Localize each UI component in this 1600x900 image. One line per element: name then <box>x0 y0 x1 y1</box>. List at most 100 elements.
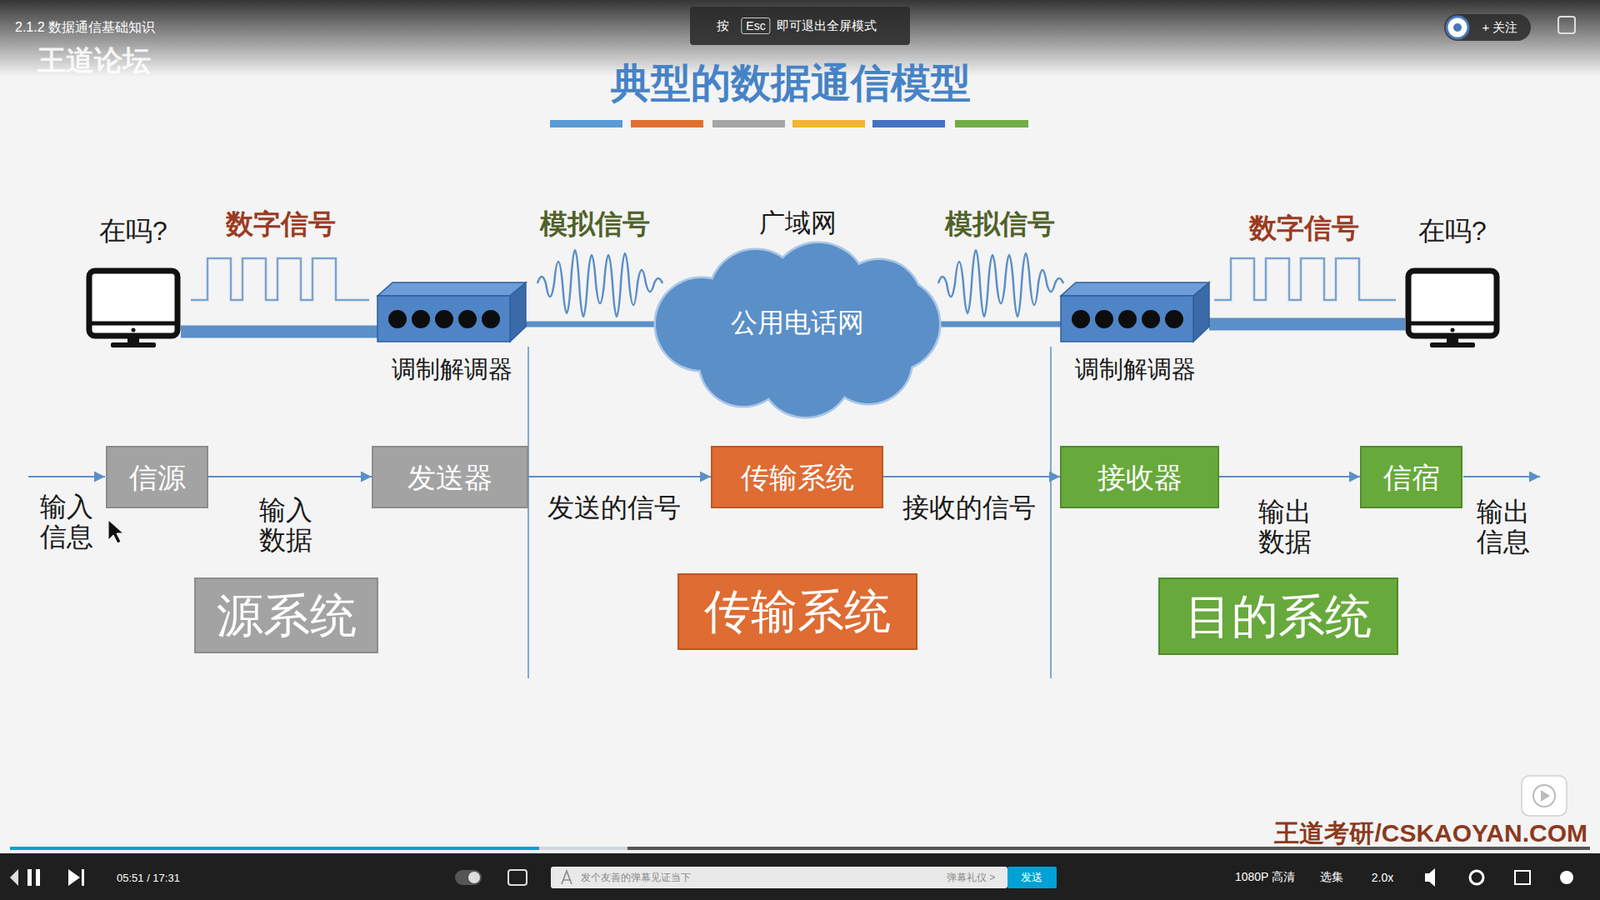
monitor-neck <box>127 335 140 343</box>
font-icon <box>561 870 572 885</box>
pause-icon <box>35 869 40 886</box>
system-box: 传输系统 <box>677 573 918 650</box>
episodes-label: 选集 <box>1320 870 1344 885</box>
computer-terminal: 在吗? <box>85 212 181 350</box>
signal-name: 模拟信号 <box>540 205 650 244</box>
flow-note: 输出 信息 <box>1475 497 1531 558</box>
label-slot: 弹幕礼仪 > <box>946 870 995 885</box>
label-slot: 模拟信号 <box>945 205 1055 244</box>
progress-played <box>10 846 540 850</box>
edge-label: 输出 数据 <box>1256 497 1313 558</box>
modem-light <box>1095 310 1114 329</box>
modem-device: 调制解调器 <box>1060 279 1210 388</box>
label-slot: 05:51 / 17:31 <box>116 871 180 885</box>
modem-front-face <box>377 295 510 342</box>
send-button-label: 发送 <box>1020 870 1043 885</box>
label-slot: 选集 <box>1320 870 1344 885</box>
box-label: 传输系统 <box>740 460 855 495</box>
watermark: 王道考研/CSKAOYAN.COM <box>1274 816 1588 851</box>
time-display: 05:51 / 17:31 <box>116 871 180 885</box>
monitor-dot <box>1450 328 1455 333</box>
volume-icon <box>1425 868 1435 887</box>
computer-terminal: 在吗? <box>1405 212 1500 350</box>
label-slot: 即可退出全屏模式 <box>776 18 877 35</box>
label-slot: 数字信号 <box>225 205 336 244</box>
help-icon <box>1558 16 1575 34</box>
analog-waveform <box>537 250 663 317</box>
network-cloud: 广域网公用电话网 <box>655 208 940 421</box>
label-slot: 2.1.2 数据通信基础知识 <box>15 19 155 37</box>
key-cap: Esc <box>740 17 770 35</box>
color-bar-segment <box>792 120 865 128</box>
modem-light <box>411 310 430 329</box>
edge-label-slot: 输出 数据 <box>1256 497 1313 558</box>
color-bar <box>550 120 1029 128</box>
computer-caption: 在吗? <box>99 212 168 250</box>
flow-note: 输入 信息 <box>38 492 95 553</box>
link-line <box>180 325 378 339</box>
modem-caption: 调制解调器 <box>391 352 513 386</box>
etiquette-link: 弹幕礼仪 > <box>946 870 995 885</box>
network-caption: 广域网 <box>759 208 837 239</box>
watermark: 王道论坛 <box>37 41 151 80</box>
modem-caption: 调制解调器 <box>1075 352 1196 386</box>
monitor-screen <box>1408 270 1497 336</box>
more-icon <box>1560 870 1574 885</box>
replay-button-ring <box>1533 785 1555 807</box>
process-box: 信宿 <box>1360 445 1463 509</box>
link-line <box>939 321 1061 328</box>
monitor-shape <box>85 267 181 350</box>
video-title: 2.1.2 数据通信基础知识 <box>15 19 155 37</box>
follow-button <box>1444 14 1531 41</box>
modem-side-face <box>1193 282 1210 342</box>
monitor-base <box>110 342 156 348</box>
danmaku-settings-icon <box>508 870 527 885</box>
label-slot: 王道论坛 <box>37 41 151 80</box>
label-slot: 输入 信息 <box>38 492 95 553</box>
analog-waveform <box>938 250 1064 317</box>
pause-icon <box>27 869 32 886</box>
hint-text: 即可退出全屏模式 <box>776 18 877 35</box>
modem-light <box>435 310 454 329</box>
monitor-dot <box>131 328 136 333</box>
label-slot: + 关注 <box>1482 20 1519 36</box>
progress-track <box>10 846 1590 850</box>
label-slot: 王道考研/CSKAOYAN.COM <box>1274 816 1588 851</box>
danmaku-input <box>550 866 1008 889</box>
system-box: 源系统 <box>194 577 379 654</box>
monitor-shape <box>1405 267 1500 350</box>
monitor-screen <box>89 270 178 336</box>
replay-button-frame <box>1521 775 1567 816</box>
link-line <box>525 321 656 328</box>
output-arrow <box>1463 475 1540 478</box>
input-arrow <box>28 475 105 478</box>
edge-label: 接收的信号 <box>902 490 1036 527</box>
mouse-cursor <box>108 520 124 544</box>
flow-arrow <box>883 475 1060 478</box>
box-label: 信宿 <box>1383 460 1440 495</box>
title-slot: 典型的数据通信模型 <box>610 56 971 110</box>
replay-button-triangle <box>1540 790 1550 802</box>
process-box: 传输系统 <box>710 445 884 509</box>
danmaku-toggle <box>455 870 482 885</box>
color-bar-segment <box>955 120 1029 128</box>
prev-icon <box>10 869 19 886</box>
avatar <box>1446 16 1469 39</box>
label-slot: 模拟信号 <box>540 205 650 244</box>
label-slot: 1080P 高清 <box>1235 870 1295 885</box>
modem-shape <box>377 279 526 343</box>
next-icon <box>68 869 80 886</box>
box-label: 接收器 <box>1097 460 1183 495</box>
signal-name: 数字信号 <box>225 205 336 244</box>
label-slot: 按 <box>716 18 730 35</box>
digital-waveform <box>1214 258 1396 300</box>
divider-line <box>1050 346 1052 679</box>
color-bar-segment <box>712 120 785 128</box>
follow-button-label: + 关注 <box>1482 20 1519 36</box>
process-box: 信源 <box>105 445 209 509</box>
label-slot: Esc <box>740 17 770 35</box>
speed-label: 2.0x <box>1371 870 1394 885</box>
settings-icon <box>1470 870 1484 885</box>
